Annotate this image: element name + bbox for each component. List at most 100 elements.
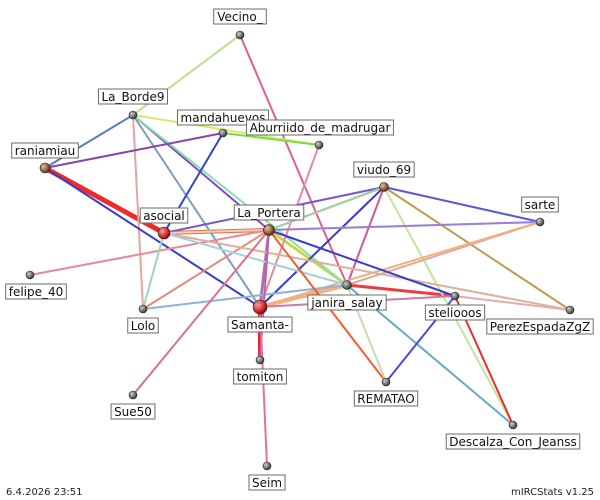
generator-version: mIRCStats v1.25 [510,487,594,498]
node-label-stelioos: steliooos [424,304,486,321]
node-label-laborde: La_Borde9 [98,88,168,105]
node-dot-lolo [138,304,148,314]
node-dot-asocial [157,226,171,240]
node-label-box [486,318,594,335]
edge-viudo-sarte [383,186,541,223]
edge-aburriido-samanta [259,144,320,308]
node-dot-laportera [263,224,275,236]
node-label-janira: janira_salay [307,294,387,311]
node-dot-sue [128,390,138,400]
generated-date: 6.4.2026 23:51 [6,487,83,498]
node-dot-descalza [508,420,518,430]
node-label-lolo: Lolo [127,317,159,334]
edge-lolo-janira [142,284,348,310]
node-label-box [246,119,394,136]
node-label-text: raniamiau [15,144,76,158]
node-label-box [213,8,267,25]
edge-lolo-laportera [142,229,270,310]
node-label-text: steliooos [428,306,481,320]
edge-sarte-laportera [268,221,541,231]
node-label-asocial: asocial [139,207,189,224]
node-dot-aburriido [314,140,324,150]
node-label-text: Seim [252,476,282,490]
edge-vecino-janira [239,34,348,286]
node-label-text: Descalza_Con_Jeanss [449,435,577,449]
node-dot-janira [342,280,352,290]
node-label-seim: Seim [248,474,286,491]
node-label-box [11,142,79,159]
edge-laborde-lolo [132,114,144,310]
edges-layer [29,34,571,467]
node-label-box [5,283,67,300]
node-dot-viudo [379,182,389,192]
edge-laportera-stelioos [268,229,456,297]
node-label-text: Samanta- [231,318,289,332]
node-label-samanta: Samanta- [227,316,293,333]
edge-sarte-samanta [259,221,541,308]
node-label-perez: PerezEspadaZgZ [486,318,594,335]
node-dot-raniamiau [39,162,51,174]
node-dot-tomiton [255,355,265,365]
node-label-sue: Sue50 [110,403,156,420]
node-label-vecino: Vecino_ [213,8,267,25]
node-label-box [233,368,287,385]
node-label-box [110,403,156,420]
node-label-box [307,294,387,311]
edge-laportera-viudo [268,186,385,231]
edge-stelioos-perez [454,295,571,311]
edge-viudo-perez [383,186,571,311]
node-dot-seim [262,461,272,471]
node-label-text: Vecino_ [217,10,264,24]
nodes-layer [25,30,575,471]
node-label-descalza: Descalza_Con_Jeanss [445,433,581,450]
edge-laborde-janira [132,114,348,286]
node-label-text: mandahuevos [181,111,266,125]
node-label-sarte: sarte [521,196,559,213]
node-dot-mandahuevos [218,128,228,138]
node-label-box [227,316,293,333]
edge-asocial-janira [163,232,348,286]
node-dot-laborde [128,110,138,120]
node-label-box [353,161,415,178]
node-dot-sarte [535,217,545,227]
node-label-text: viudo_69 [357,163,411,177]
node-label-box [248,474,286,491]
edge-samanta-seim [259,306,268,467]
edge-viudo-samanta [259,186,385,308]
node-label-text: PerezEspadaZgZ [490,320,590,334]
node-label-mandahuevos: mandahuevos [177,109,269,126]
node-label-box [127,317,159,334]
node-label-text: Sue50 [114,405,152,419]
edge-janira-stelioos [345,283,457,298]
node-label-aburriido: Aburriido_de_madrugar [246,119,394,136]
node-label-box [353,390,419,407]
node-dot-perez [565,305,575,315]
node-label-text: asocial [143,209,185,223]
node-dot-rematao [381,377,391,387]
node-label-box [521,196,559,213]
node-label-text: tomiton [237,370,284,384]
node-label-text: felipe_40 [9,285,64,299]
node-label-text: La_Borde9 [102,90,165,104]
node-dot-samanta [252,299,268,315]
node-label-box [424,304,486,321]
node-label-box [98,88,168,105]
node-label-text: Aburriido_de_madrugar [250,121,391,135]
node-label-felipe: felipe_40 [5,283,67,300]
node-label-laportera: La_Portera [233,204,305,221]
node-label-text: sarte [525,198,556,212]
node-label-viudo: viudo_69 [353,161,415,178]
node-label-text: Lolo [131,319,156,333]
edge-asocial-perez [163,232,571,311]
node-label-box [139,207,189,224]
node-label-raniamiau: raniamiau [11,142,79,159]
node-label-box [445,433,581,450]
node-label-rematao: REMATAO [353,390,419,407]
node-label-box [177,109,269,126]
edge-mandahuevos-aburriido [222,132,320,146]
node-dot-felipe [25,270,35,280]
node-label-text: janira_salay [310,296,382,310]
node-dot-vecino [235,30,245,40]
